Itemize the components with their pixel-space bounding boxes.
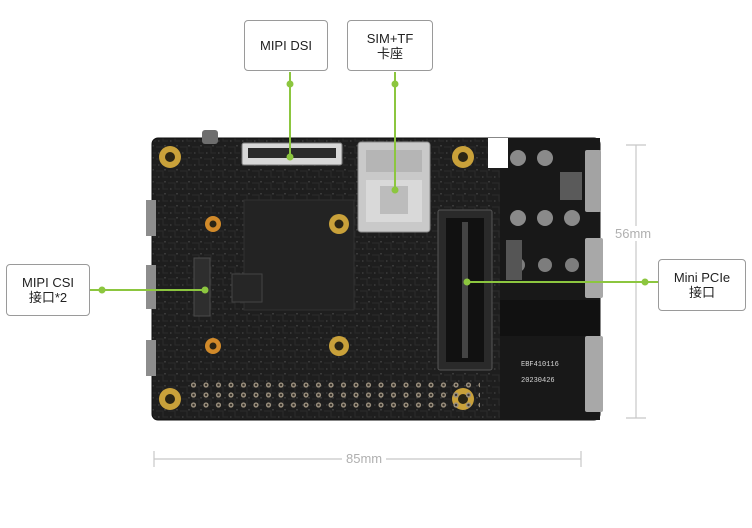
sim-tf-slot — [357, 141, 431, 233]
callout-mipi-csi-line1: MIPI CSI — [21, 275, 74, 290]
callout-sim-tf-line1: SIM+TF — [366, 30, 414, 46]
mipi-dsi-connector — [241, 142, 343, 166]
callout-mipi-dsi: MIPI DSI — [244, 20, 328, 71]
right-components — [506, 150, 582, 280]
callout-mipi-csi: MIPI CSI 接口*2 — [6, 264, 90, 316]
width-dimension-label: 85mm — [342, 451, 387, 466]
gpio-header — [190, 380, 480, 410]
callout-mipi-dsi-line1: MIPI DSI — [259, 38, 312, 53]
leader-dots — [98, 80, 649, 294]
callout-sim-tf-line2: 卡座 — [376, 45, 403, 61]
silkscreen-date: 20230426 — [521, 377, 555, 385]
callout-mini-pcie-line2: 接口 — [688, 285, 715, 300]
callout-mini-pcie-line1: Mini PCIe — [673, 270, 731, 285]
callout-mini-pcie: Mini PCIe 接口 — [658, 259, 746, 311]
right-side-ports — [500, 150, 603, 412]
callout-sim-tf: SIM+TF 卡座 — [347, 20, 433, 71]
mipi-csi-connectors — [193, 257, 263, 317]
left-side-connectors — [146, 200, 156, 376]
silkscreen-code: EBF410116 — [521, 361, 559, 369]
height-dimension-label: 56mm — [611, 226, 656, 241]
callout-mipi-csi-line2: 接口*2 — [28, 290, 68, 305]
mini-pcie-slot — [437, 209, 493, 371]
top-post — [202, 130, 218, 144]
